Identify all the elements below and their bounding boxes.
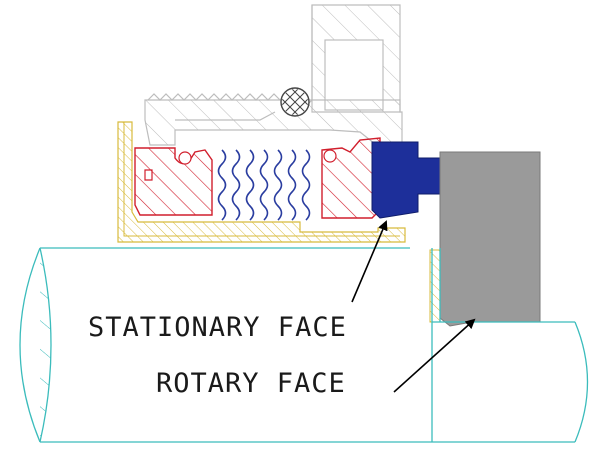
stationary-face-arrow xyxy=(351,220,388,303)
stationary-face xyxy=(371,141,443,219)
rotary-face-arrow xyxy=(393,318,476,393)
seal-body xyxy=(134,137,381,219)
label-arrows xyxy=(351,220,476,393)
o-ring xyxy=(280,87,310,117)
shaft xyxy=(19,247,589,443)
stationary-face-label: STATIONARY FACE xyxy=(88,312,347,343)
springs xyxy=(217,149,311,221)
gland-housing xyxy=(144,4,403,149)
rotary-face xyxy=(439,151,541,327)
rotary-face-label: ROTARY FACE xyxy=(156,368,346,399)
